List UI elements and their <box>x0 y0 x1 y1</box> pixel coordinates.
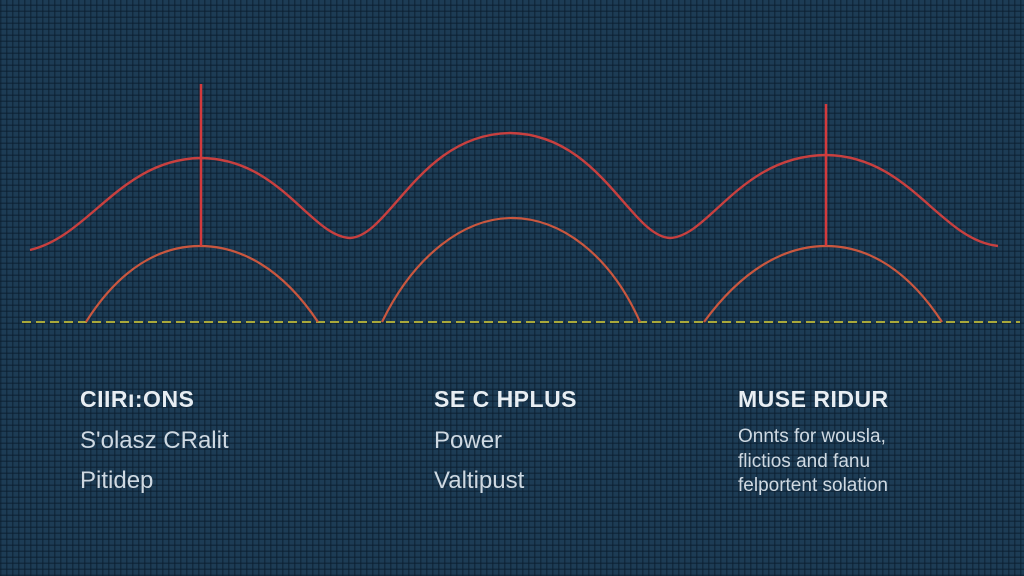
caption-left-line-1: S'olasz CRalit <box>80 427 229 454</box>
caption-right-line-3: felportent solation <box>738 475 888 497</box>
caption-center: SE C HPLUS Power Valtipust <box>434 386 577 500</box>
caption-center-line-2: Valtipust <box>434 466 525 494</box>
caption-right-title: MUSE RIDUR <box>738 386 889 412</box>
caption-right: MUSE RIDUR Onnts for wousla, flictios an… <box>738 386 889 499</box>
lower-arch-2 <box>381 216 642 323</box>
caption-right-line-1: Onnts for wousla, <box>738 426 886 447</box>
upper-wave <box>29 131 999 252</box>
caption-center-line-1: Power <box>434 427 503 454</box>
caption-left-title: CIIRı:ONS <box>80 386 195 412</box>
lower-arch-1 <box>85 244 319 323</box>
caption-left: CIIRı:ONS S'olasz CRalit Pitidep <box>80 386 229 500</box>
caption-left-line-2: Pitidep <box>80 466 154 494</box>
lower-arch-3 <box>703 244 943 323</box>
caption-center-title: SE C HPLUS <box>434 386 578 412</box>
caption-right-line-2: flictios and fanu <box>738 450 871 472</box>
